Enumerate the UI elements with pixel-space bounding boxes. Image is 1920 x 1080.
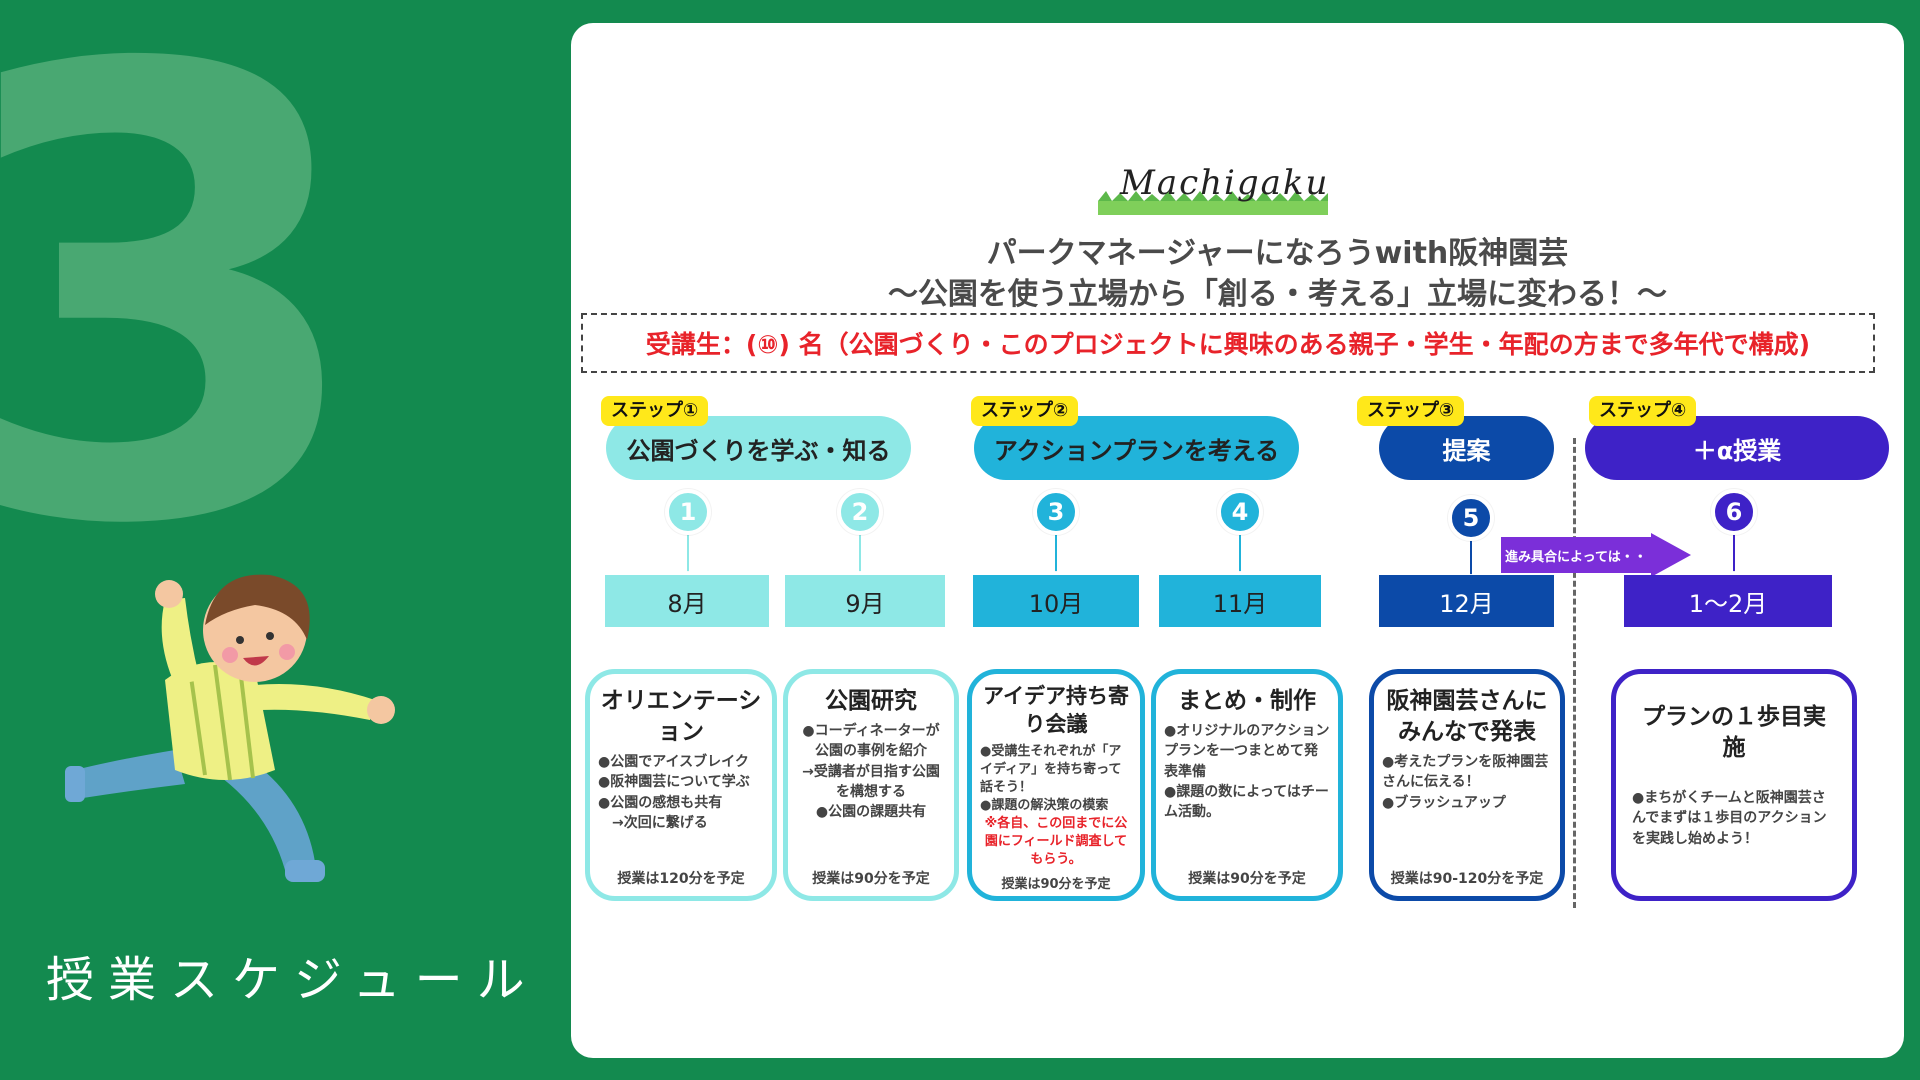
session-3-line: ●受講生それぞれが「アイディア」を持ち寄って話そう！ [980, 743, 1122, 796]
session-4-line: ●オリジナルのアクションプランを一つまとめて発表準備 [1164, 723, 1330, 780]
stem-6 [1729, 533, 1739, 581]
session-4-number: 4 [1217, 489, 1263, 535]
session-1-line: →次回に繋げる [598, 814, 708, 831]
step-3-pill: 提案 [1379, 416, 1554, 480]
page-subtitle: 〜公園を使う立場から「創る・考える」立場に変わる！〜 [887, 277, 1668, 312]
step-4-pill: ＋α授業 [1585, 416, 1889, 480]
session-5-card: 阪神園芸さんにみんなで発表 ●考えたプランを阪神園芸さんに伝える！ ●ブラッシュ… [1369, 669, 1565, 901]
session-1-title: オリエンテーション [600, 688, 762, 746]
session-2-line: →受講者が目指す公園を構想する [802, 763, 940, 800]
stem-3 [1051, 533, 1061, 581]
session-1-body: ●公園でアイスブレイク ●阪神園芸について学ぶ ●公園の感想も共有 →次回に繋げ… [598, 752, 764, 833]
session-3-body: ●受講生それぞれが「アイディア」を持ち寄って話そう！ ●課題の解決策の模索 [980, 743, 1132, 816]
month-6: 1〜2月 [1624, 575, 1832, 627]
step-2-tag: ステップ② [971, 396, 1079, 426]
session-4-body: ●オリジナルのアクションプランを一つまとめて発表準備 ●課題の数によってはチーム… [1164, 721, 1330, 822]
session-5-body: ●考えたプランを阪神園芸さんに伝える！ ●ブラッシュアップ [1382, 752, 1552, 813]
stem-2 [855, 533, 865, 581]
stem-4 [1235, 533, 1245, 581]
session-6-body: ●まちがくチームと阪神園芸さんでまずは１歩目のアクションを実践し始めよう！ [1632, 788, 1836, 849]
session-5-number: 5 [1448, 495, 1494, 541]
session-5-line: ●考えたプランを阪神園芸さんに伝える！ [1382, 754, 1549, 791]
session-1-card: オリエンテーション ●公園でアイスブレイク ●阪神園芸について学ぶ ●公園の感想… [585, 669, 777, 901]
session-4-title: まとめ・制作 [1178, 688, 1316, 714]
step-1-label: 公園づくりを学ぶ・知る [626, 436, 891, 465]
month-2: 9月 [785, 575, 945, 627]
session-3-title: アイデア持ち寄り会議 [983, 684, 1129, 737]
section-number: 3 [0, 0, 371, 660]
page-title: パークマネージャーになろうwith阪神園芸 [986, 236, 1569, 271]
session-4-card: まとめ・制作 ●オリジナルのアクションプランを一つまとめて発表準備 ●課題の数に… [1151, 669, 1343, 901]
machigaku-logo: Machigaku [1098, 161, 1328, 217]
session-2-line: ●公園の課題共有 [815, 804, 927, 821]
session-2-body: ●コーディネーターが公園の事例を紹介 →受講者が目指す公園を構想する ●公園の課… [796, 721, 946, 822]
schedule-panel: Machigaku パークマネージャーになろうwith阪神園芸 〜公園を使う立場… [571, 23, 1904, 1058]
session-2-duration: 授業は90分を予定 [812, 871, 930, 887]
session-2-line: ●コーディネーターが公園の事例を紹介 [802, 723, 940, 760]
month-3: 10月 [973, 575, 1139, 627]
arrow-label: 進み具合によっては・・ [1505, 550, 1647, 565]
participants-text: 受講生：(⑩) 名（公園づくり・このプロジェクトに興味のある親子・学生・年配の方… [645, 330, 1811, 359]
session-3-note: ※各自、この回までに公園にフィールド調査してもらう。 [984, 816, 1128, 867]
step-4-label: ＋α授業 [1692, 436, 1782, 465]
step-divider [1573, 438, 1576, 908]
session-6-card: プランの１歩目実施 ●まちがくチームと阪神園芸さんでまずは１歩目のアクションを実… [1611, 669, 1857, 901]
step-2-label: アクションプランを考える [993, 436, 1280, 465]
step-3-tag: ステップ③ [1357, 396, 1465, 426]
section-title: 授業スケジュール [46, 952, 539, 1008]
session-6-line: ●まちがくチームと阪神園芸さんでまずは１歩目のアクションを実践し始めよう！ [1632, 790, 1827, 847]
arrow-right-icon [1501, 533, 1691, 577]
step-2-pill: アクションプランを考える [974, 416, 1299, 480]
stem-5 [1466, 538, 1476, 584]
session-3-number: 3 [1033, 489, 1079, 535]
month-4: 11月 [1159, 575, 1321, 627]
step-3-label: 提案 [1442, 436, 1491, 465]
jumping-child-illustration [65, 574, 395, 882]
month-5: 12月 [1379, 575, 1554, 627]
session-6-number: 6 [1711, 489, 1757, 535]
session-1-number: 1 [665, 489, 711, 535]
session-3-line: ●課題の解決策の模索 [980, 798, 1109, 814]
session-3-duration: 授業は90分を予定 [1001, 877, 1111, 892]
session-3-card: アイデア持ち寄り会議 ●受講生それぞれが「アイディア」を持ち寄って話そう！ ●課… [967, 669, 1145, 901]
session-2-title: 公園研究 [825, 688, 917, 714]
session-1-line: ●公園でアイスブレイク [598, 754, 749, 771]
session-2-number: 2 [837, 489, 883, 535]
stem-1 [683, 533, 693, 581]
session-1-line: ●阪神園芸について学ぶ [598, 774, 750, 791]
session-5-line: ●ブラッシュアップ [1382, 794, 1506, 811]
session-4-line: ●課題の数によってはチーム活動。 [1164, 783, 1329, 821]
session-4-duration: 授業は90分を予定 [1188, 871, 1306, 887]
session-1-line: ●公園の感想も共有 [598, 794, 723, 811]
session-2-card: 公園研究 ●コーディネーターが公園の事例を紹介 →受講者が目指す公園を構想する … [783, 669, 959, 901]
step-4-tag: ステップ④ [1589, 396, 1697, 426]
session-5-title: 阪神園芸さんにみんなで発表 [1386, 688, 1548, 746]
logo-text: Machigaku [1120, 163, 1330, 203]
session-6-title: プランの１歩目実施 [1642, 704, 1826, 762]
session-1-duration: 授業は120分を予定 [617, 871, 745, 887]
session-5-duration: 授業は90-120分を予定 [1390, 871, 1544, 887]
participants-banner: 受講生：(⑩) 名（公園づくり・このプロジェクトに興味のある親子・学生・年配の方… [581, 313, 1875, 373]
step-1-tag: ステップ① [601, 396, 709, 426]
month-1: 8月 [605, 575, 769, 627]
step-1-pill: 公園づくりを学ぶ・知る [606, 416, 911, 480]
